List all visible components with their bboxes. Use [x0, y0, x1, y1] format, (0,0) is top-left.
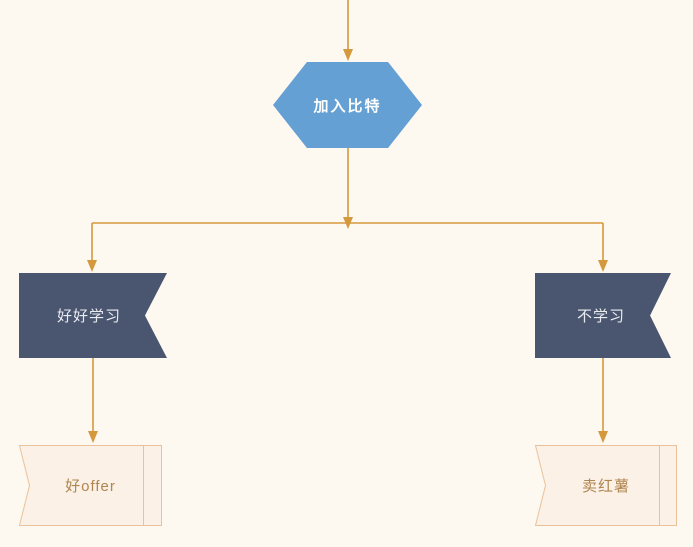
node-study-hard-label: 好好学习: [56, 308, 121, 325]
node-sell-sweet-potato-shape: [534, 445, 677, 526]
node-good-offer[interactable]: 好offer: [19, 445, 162, 526]
arrowhead-into-start: [343, 49, 353, 61]
arrowhead-into-right-card: [598, 431, 608, 443]
arrowhead-into-junction: [343, 217, 353, 229]
arrowhead-into-left-flag: [87, 260, 97, 272]
arrowhead-into-left-card: [88, 431, 98, 443]
node-good-offer-label: 好offer: [65, 478, 116, 495]
node-start-label: 加入比特: [313, 97, 382, 115]
node-sell-sweet-potato-label: 卖红薯: [581, 478, 630, 495]
node-study-hard[interactable]: 好好学习: [19, 273, 167, 358]
node-no-study[interactable]: 不学习: [535, 273, 671, 358]
node-sell-sweet-potato[interactable]: 卖红薯: [535, 445, 677, 526]
node-start[interactable]: 加入比特: [273, 62, 422, 148]
node-good-offer-shape: [18, 445, 162, 526]
arrowhead-into-right-flag: [598, 260, 608, 272]
node-no-study-label: 不学习: [576, 308, 625, 325]
